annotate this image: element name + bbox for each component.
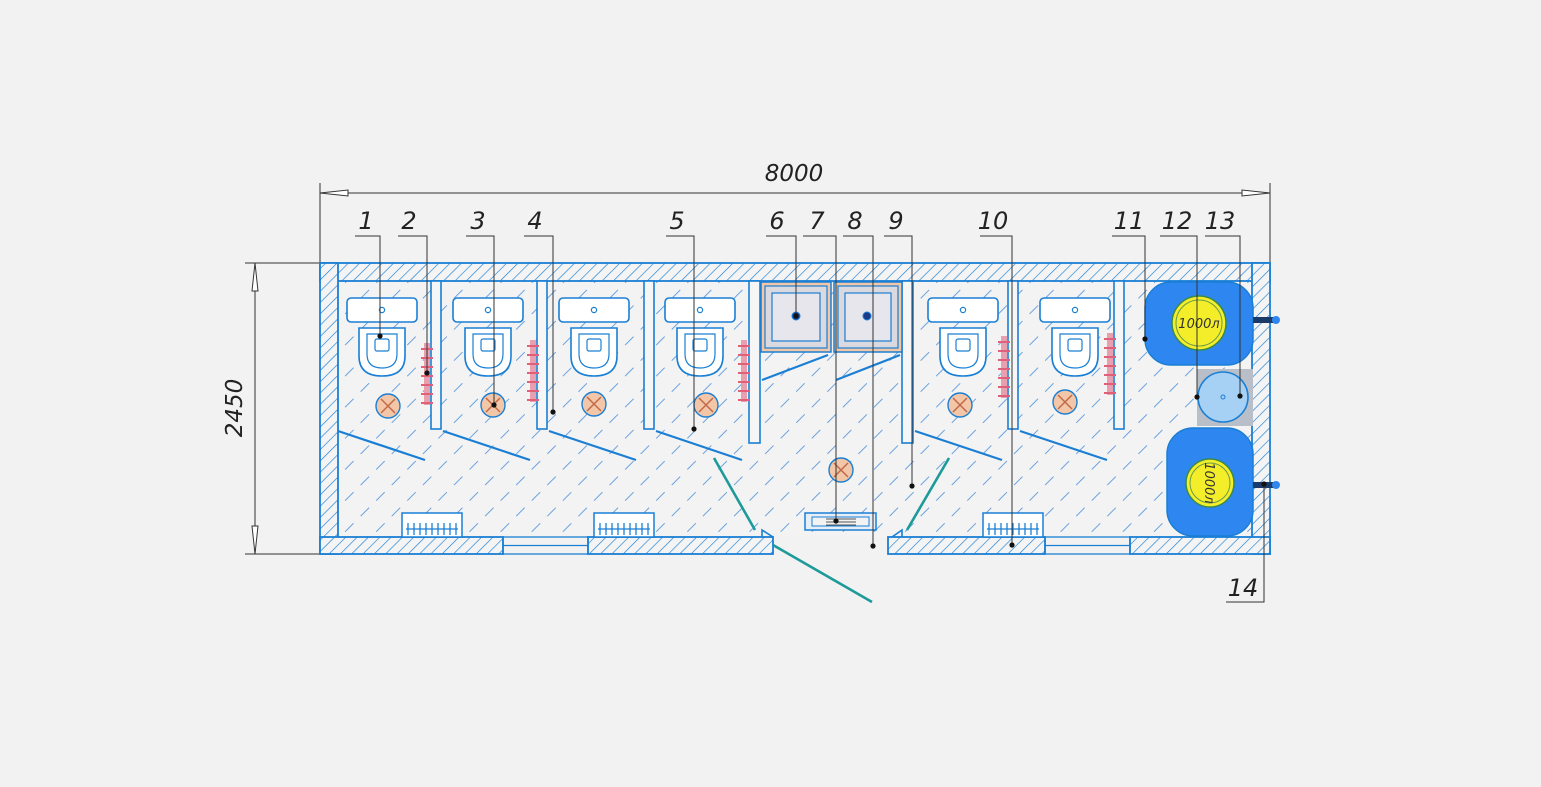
callout-14: 14 <box>1228 574 1259 602</box>
dimension-width-label: 8000 <box>765 161 824 187</box>
dimension-width <box>319 183 1271 262</box>
entrance-doors <box>712 457 951 604</box>
dimension-height-label: 2450 <box>222 379 248 438</box>
callout-11: 11 <box>1114 207 1145 235</box>
dimension-height <box>245 262 319 555</box>
callout-numbers: 1 2 3 4 5 6 7 8 9 10 11 12 13 14 <box>358 207 1258 602</box>
callout-13: 13 <box>1205 207 1236 235</box>
wash-basins <box>760 281 903 353</box>
water-tank-bottom: 1000л <box>1166 427 1254 537</box>
callout-dots <box>377 313 1267 549</box>
callout-leaders <box>355 235 1265 603</box>
outer-walls <box>319 262 1271 555</box>
callout-7: 7 <box>809 207 825 235</box>
callout-2: 2 <box>401 207 416 235</box>
partitions <box>430 280 1125 444</box>
callout-10: 10 <box>978 207 1009 235</box>
pump <box>1197 369 1253 426</box>
water-tank-top: 1000л <box>1144 281 1254 366</box>
tank-label-bottom: 1000л <box>1201 462 1216 503</box>
stall-doors <box>337 353 1108 462</box>
callout-4: 4 <box>527 207 542 235</box>
callout-1: 1 <box>358 207 373 235</box>
callout-9: 9 <box>888 207 903 235</box>
callout-3: 3 <box>470 207 485 235</box>
floor-grate <box>804 512 877 531</box>
callout-5: 5 <box>669 207 684 235</box>
tank-label-top: 1000л <box>1178 317 1219 332</box>
callout-6: 6 <box>769 207 784 235</box>
callout-12: 12 <box>1162 207 1193 235</box>
callout-8: 8 <box>847 207 862 235</box>
